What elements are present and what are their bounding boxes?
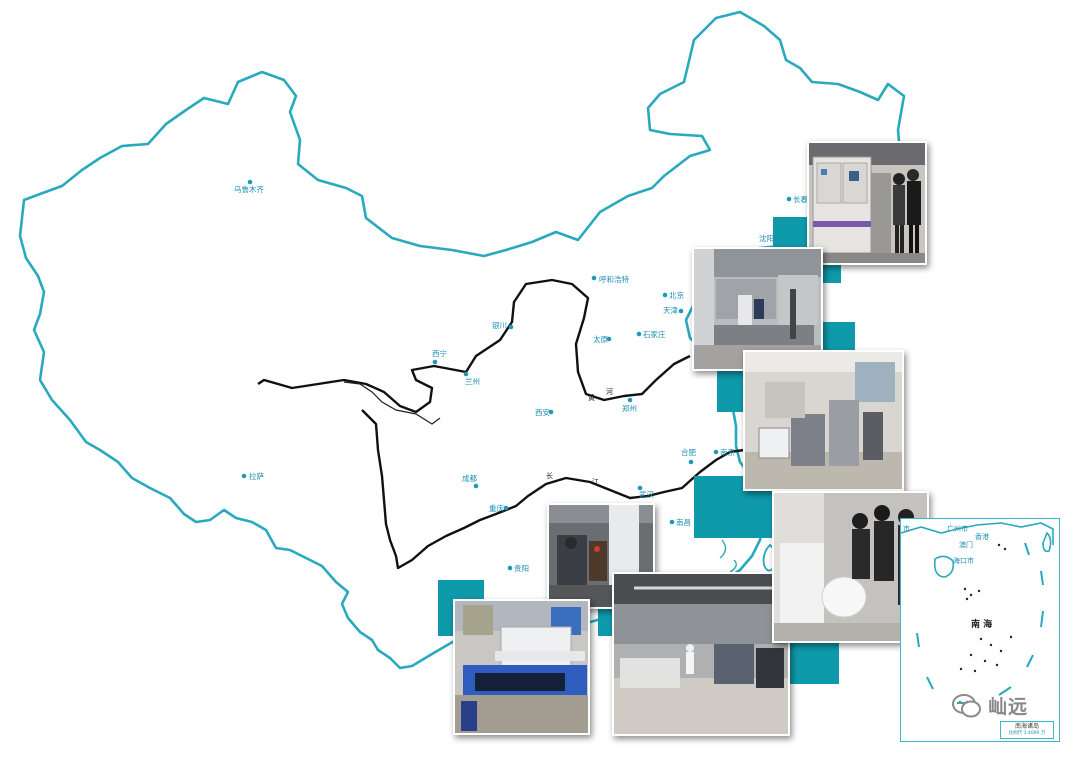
inset-city-guangzhou: 广州市 bbox=[947, 524, 968, 533]
inset-coastline bbox=[900, 522, 1054, 545]
svg-text:成都: 成都 bbox=[462, 473, 477, 483]
inset-islands bbox=[959, 543, 1013, 673]
inset-city-hongkong: 香港 bbox=[975, 532, 989, 541]
city-taiyuan: 太原 bbox=[593, 334, 612, 344]
city-wuhan: 武汉 bbox=[637, 485, 654, 499]
svg-text:贵阳: 贵阳 bbox=[514, 563, 529, 573]
inset-sea-label: 南 海 bbox=[971, 618, 992, 630]
svg-text:兰州: 兰州 bbox=[465, 376, 480, 386]
city-nanchang: 南昌 bbox=[669, 517, 691, 527]
city-shijiazhuang: 石家庄 bbox=[636, 329, 666, 339]
inset-taiwan bbox=[1042, 531, 1052, 553]
svg-text:乌鲁木齐: 乌鲁木齐 bbox=[234, 184, 264, 194]
city-xian: 西安 bbox=[535, 407, 554, 417]
river-label-huanghe-1: 黄 bbox=[588, 393, 595, 402]
accent-square-1 bbox=[773, 217, 809, 247]
inset-city-partial: 市 bbox=[903, 524, 910, 533]
svg-text:郑州: 郑州 bbox=[622, 403, 637, 413]
inset-city-haikou: 海口市 bbox=[953, 556, 974, 565]
city-hefei: 合肥 bbox=[681, 447, 696, 465]
yellow-river bbox=[257, 278, 691, 414]
svg-text:太原: 太原 bbox=[593, 334, 608, 344]
lab-equipment-photo bbox=[743, 350, 904, 491]
watermark-text: 屾远 bbox=[988, 696, 1029, 718]
river-label-changjiang-2: 江 bbox=[592, 478, 599, 486]
city-yinchuan: 银川 bbox=[492, 321, 514, 330]
watermark: 屾远 bbox=[952, 692, 1028, 719]
city-chengdu: 成都 bbox=[462, 473, 479, 489]
accent-square-4 bbox=[717, 368, 745, 412]
accent-square-7 bbox=[598, 606, 612, 636]
wechat-icon bbox=[952, 693, 981, 717]
city-beijing: 北京 bbox=[662, 290, 684, 300]
city-nanjing: 南京 bbox=[713, 447, 735, 457]
city-xining: 西宁 bbox=[432, 348, 447, 365]
inset-hainan bbox=[933, 555, 955, 578]
city-urumqi: 乌鲁木齐 bbox=[234, 179, 264, 194]
city-tianjin: 天津 bbox=[663, 306, 684, 315]
river-label-huanghe-2: 河 bbox=[606, 388, 613, 396]
accent-square-3 bbox=[823, 322, 855, 352]
svg-text:天津: 天津 bbox=[663, 306, 678, 315]
svg-text:沈阳: 沈阳 bbox=[759, 233, 774, 243]
city-hohhot: 呼和浩特 bbox=[591, 274, 629, 284]
svg-text:北京: 北京 bbox=[669, 290, 684, 300]
svg-text:呼和浩特: 呼和浩特 bbox=[599, 274, 629, 284]
city-lhasa: 拉萨 bbox=[241, 471, 264, 481]
yangtze-river bbox=[361, 409, 745, 570]
accent-square-8 bbox=[787, 636, 839, 684]
svg-text:西宁: 西宁 bbox=[432, 348, 447, 358]
city-chongqing: 重庆 bbox=[489, 503, 509, 513]
svg-text:拉萨: 拉萨 bbox=[249, 471, 264, 481]
yellow-river-source bbox=[343, 381, 441, 425]
city-guiyang: 贵阳 bbox=[507, 563, 529, 573]
river-label-changjiang-1: 长 bbox=[546, 471, 553, 480]
control-cabinet-photo bbox=[807, 141, 927, 265]
svg-text:银川: 银川 bbox=[492, 321, 507, 330]
svg-text:合肥: 合肥 bbox=[681, 447, 696, 457]
factory-line-photo bbox=[692, 247, 823, 371]
svg-text:西安: 西安 bbox=[535, 407, 550, 417]
svg-text:石家庄: 石家庄 bbox=[643, 329, 666, 339]
scale-title: 南海诸岛 bbox=[1014, 723, 1039, 730]
city-changchun: 长春 bbox=[786, 194, 808, 204]
uv-curing-machine-photo bbox=[453, 599, 590, 735]
city-lanzhou: 兰州 bbox=[463, 371, 480, 386]
svg-text:南京: 南京 bbox=[720, 447, 735, 457]
svg-text:武汉: 武汉 bbox=[639, 489, 654, 499]
scale-text: 比例尺 1:4000 万 bbox=[1008, 731, 1046, 736]
city-zhengzhou: 郑州 bbox=[622, 397, 637, 413]
workshop-photo bbox=[612, 572, 790, 736]
inset-scale-box: 南海诸岛 比例尺 1:4000 万 bbox=[1000, 721, 1054, 739]
south-china-sea-inset: 市 广州市 香港 澳门 海口市 南 海 bbox=[900, 518, 1060, 742]
svg-text:南昌: 南昌 bbox=[676, 517, 691, 527]
svg-text:长春: 长春 bbox=[793, 194, 808, 204]
svg-text:重庆: 重庆 bbox=[489, 503, 504, 513]
inset-city-macau: 澳门 bbox=[959, 540, 973, 549]
